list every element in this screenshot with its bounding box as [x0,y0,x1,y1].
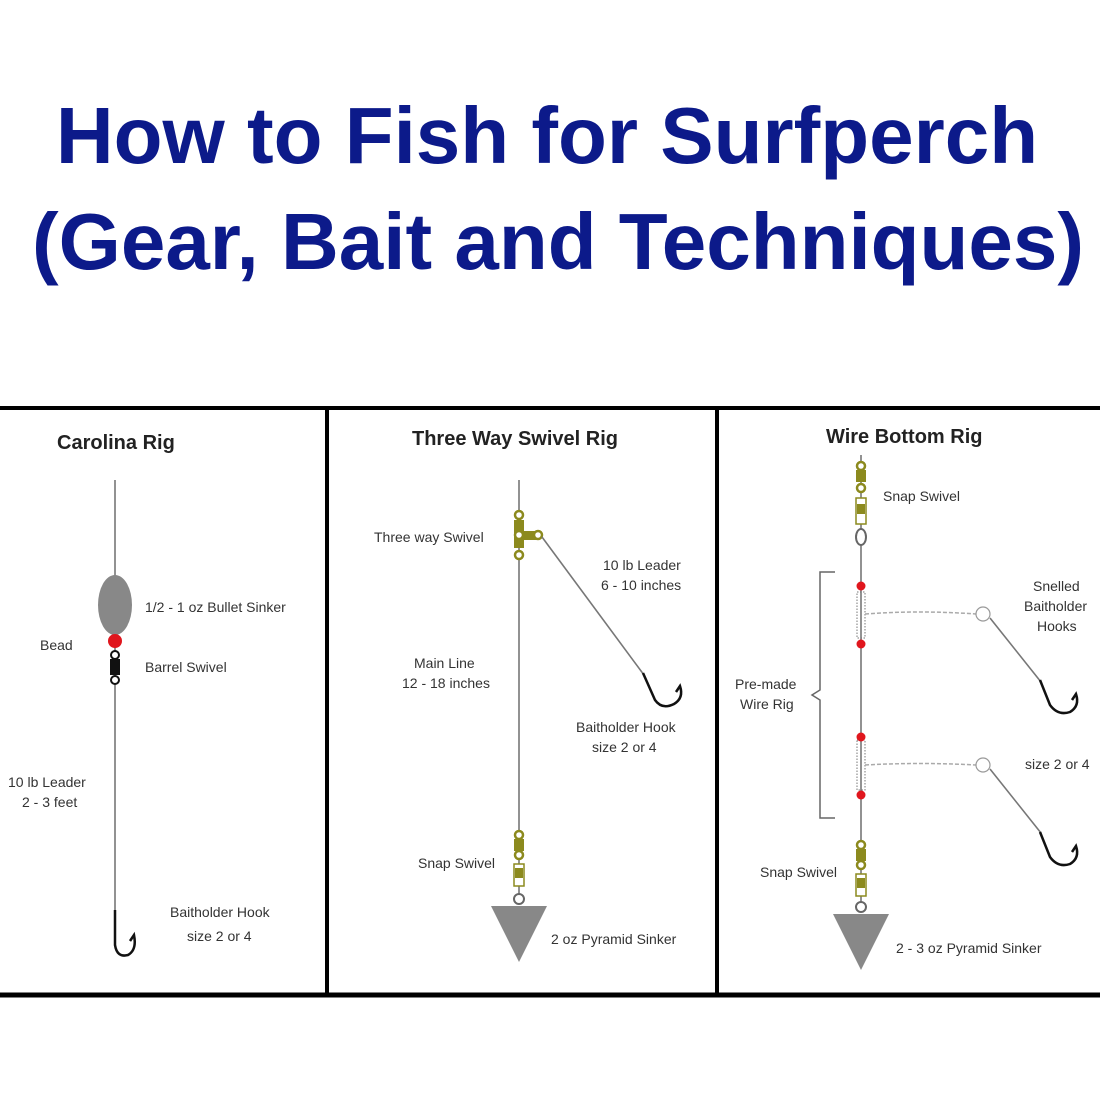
label: Main Line [414,655,475,671]
label: 1/2 - 1 oz Bullet Sinker [145,599,286,615]
panel-title: Carolina Rig [57,432,175,454]
title-line-1: How to Fish for Surfperch [55,91,1039,180]
label: Baitholder Hook [576,719,677,735]
pyramid-sinker-icon [491,906,547,962]
label: size 2 or 4 [1025,756,1090,772]
label: 10 lb Leader [603,557,681,573]
panel-title: Wire Bottom Rig [826,426,982,448]
pyramid-sinker-icon [833,914,889,970]
frame [0,406,1100,998]
label: Baitholder Hook [170,904,271,920]
panel-title: Three Way Swivel Rig [412,428,618,450]
panel-three-way-swivel-rig: Three Way Swivel Rig Three way Swivel 10… [374,428,683,962]
hook-icon [641,672,683,708]
label: Snap Swivel [760,864,837,880]
label: Hooks [1037,618,1077,634]
wire-rig-icon [856,581,1042,834]
snap-swivel-icon [513,829,525,905]
snap-swivel-bottom-icon [855,839,867,913]
label: size 2 or 4 [187,928,252,944]
three-way-swivel-icon [513,509,544,561]
snap-swivel-top-icon [855,460,867,546]
hook-icon [113,910,136,957]
label: Baitholder [1024,598,1087,614]
label: 2 - 3 oz Pyramid Sinker [896,940,1042,956]
label: 12 - 18 inches [402,675,490,691]
panel-wire-bottom-rig: Wire Bottom Rig [735,426,1090,970]
label: Bead [40,637,73,653]
label: 2 - 3 feet [22,794,77,810]
title-line-2: (Gear, Bait and Techniques) [31,197,1085,286]
panel-carolina-rig: Carolina Rig 1/2 - 1 oz Bullet Sinker Be… [8,432,286,957]
bullet-sinker-icon [98,575,132,635]
label: Snap Swivel [883,488,960,504]
hook-icon [1038,831,1079,867]
label: Snelled [1033,578,1080,594]
bead-icon [108,634,122,648]
hook-icon [1038,679,1079,715]
label: Three way Swivel [374,529,484,545]
label: 2 oz Pyramid Sinker [551,931,677,947]
label: 6 - 10 inches [601,577,681,593]
label: Wire Rig [740,696,794,712]
label: Snap Swivel [418,855,495,871]
bracket [810,571,835,819]
label: Barrel Swivel [145,659,227,675]
label: Pre-made [735,676,797,692]
label: 10 lb Leader [8,774,86,790]
barrel-swivel-icon [110,650,120,685]
label: size 2 or 4 [592,739,657,755]
